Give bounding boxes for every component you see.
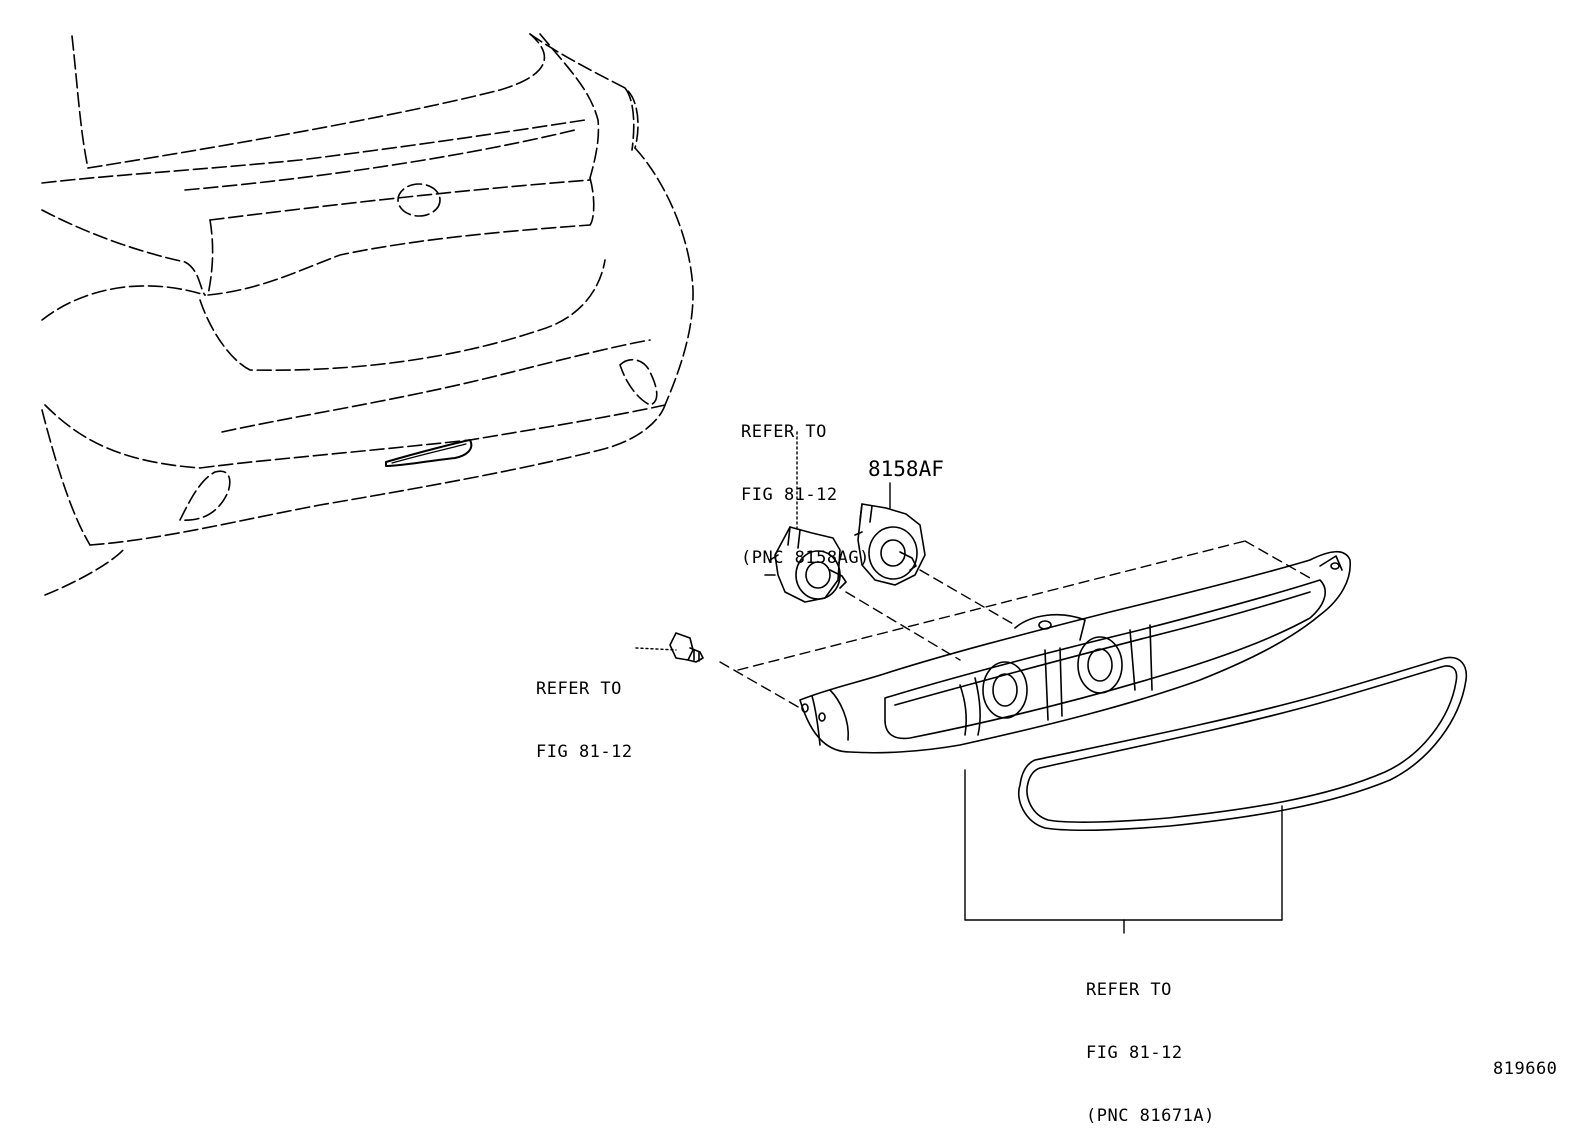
- bulb-socket-8158AF: [854, 503, 926, 586]
- bulb-socket-ref-line3: (PNC 8158AG): [741, 548, 870, 568]
- vehicle-rear-outline: [41, 33, 694, 596]
- lens-ref-line1: REFER TO: [1086, 980, 1172, 1000]
- bulb-socket-ref-line2: FIG 81-12: [741, 485, 838, 505]
- screw-reference-label: REFER TO FIG 81-12: [536, 637, 633, 784]
- diagram-drawing: [41, 33, 1468, 934]
- lamp-lens: [1018, 656, 1468, 831]
- leader-lines: [635, 431, 1283, 934]
- parts-diagram: REFER TO FIG 81-12 (PNC 8158AG) 8158AF R…: [41, 33, 1558, 1126]
- assembly-lines: [719, 540, 1311, 709]
- lamp-housing: [799, 550, 1351, 754]
- screw-ref-line1: REFER TO: [536, 679, 622, 699]
- lens-reference-label: REFER TO FIG 81-12 (PNC 81671A): [1086, 938, 1215, 1148]
- bulb-socket-8158AG: [764, 526, 847, 603]
- screw-ref-line2: FIG 81-12: [536, 742, 633, 762]
- bulb-socket-ref-line1: REFER TO: [741, 422, 827, 442]
- center-lamp-outline: [385, 439, 473, 467]
- bulb-socket-reference-label: REFER TO FIG 81-12 (PNC 8158AG): [741, 380, 870, 590]
- screw: [669, 632, 704, 663]
- lens-ref-line2: FIG 81-12: [1086, 1043, 1183, 1063]
- part-number-8158AF: 8158AF: [868, 457, 944, 481]
- figure-number: 819660: [1493, 1059, 1558, 1079]
- lens-ref-line3: (PNC 81671A): [1086, 1106, 1215, 1126]
